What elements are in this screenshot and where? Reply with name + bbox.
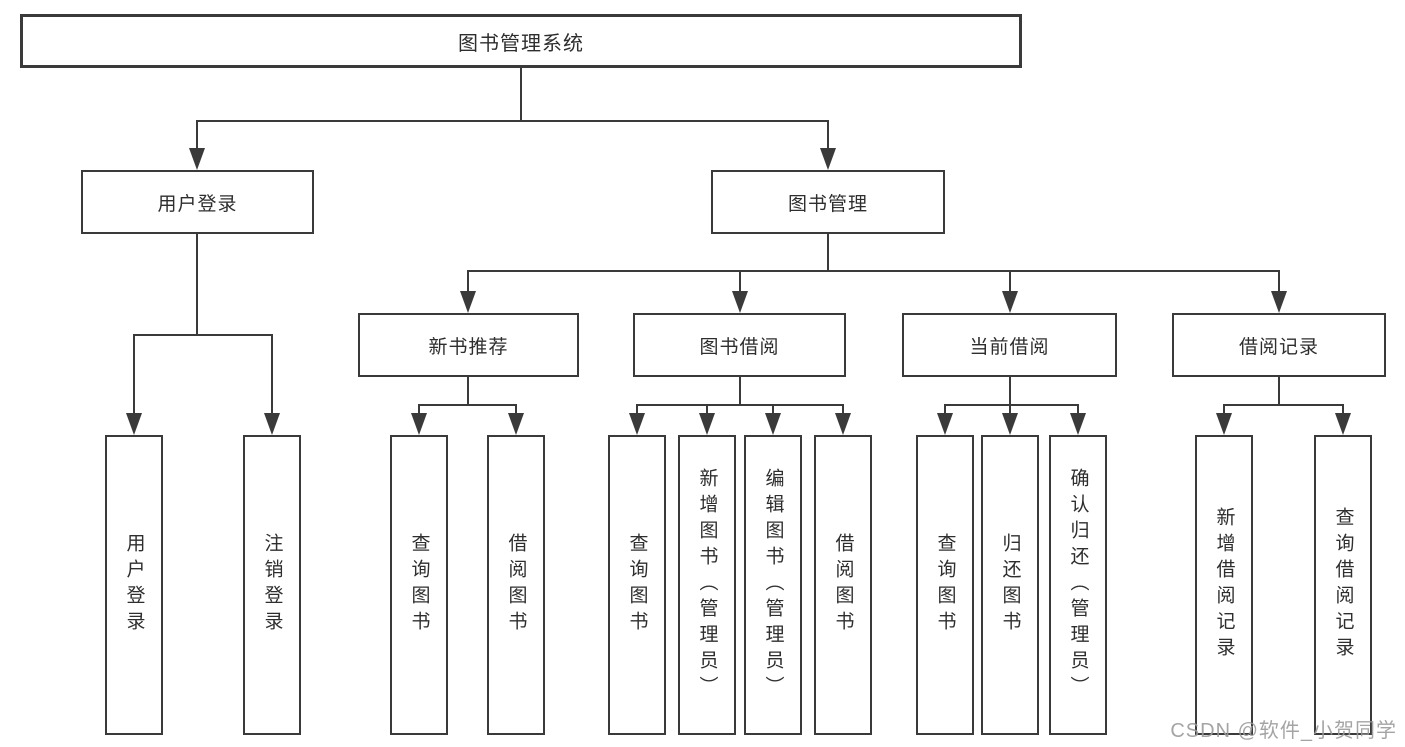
arrowhead-icon	[732, 291, 748, 313]
arrowhead-icon	[189, 148, 205, 170]
connector-line	[133, 334, 135, 416]
connector-line	[196, 120, 829, 122]
connector-line	[196, 234, 198, 336]
leaf-user-login: 用户登录	[105, 435, 163, 735]
connector-line	[196, 120, 198, 156]
node-book-borrowing: 图书借阅	[633, 313, 846, 377]
connector-line	[827, 234, 829, 272]
arrowhead-icon	[508, 413, 524, 435]
connector-line	[636, 404, 844, 406]
arrowhead-icon	[460, 291, 476, 313]
connector-line	[944, 404, 1079, 406]
connector-line	[1278, 270, 1280, 294]
leaf-query-books-borrowing: 查询图书	[608, 435, 666, 735]
node-user-login: 用户登录	[81, 170, 314, 234]
leaf-add-borrow-record: 新增借阅记录	[1195, 435, 1253, 735]
leaf-add-books-admin: 新增图书（管理员）	[678, 435, 736, 735]
arrowhead-icon	[264, 413, 280, 435]
arrowhead-icon	[820, 148, 836, 170]
arrowhead-icon	[1216, 413, 1232, 435]
node-book-management: 图书管理	[711, 170, 945, 234]
csdn-watermark: CSDN @软件_小贺同学	[1170, 720, 1397, 742]
arrowhead-icon	[765, 413, 781, 435]
arrowhead-icon	[937, 413, 953, 435]
connector-line	[467, 270, 469, 294]
leaf-query-borrow-record: 查询借阅记录	[1314, 435, 1372, 735]
arrowhead-icon	[699, 413, 715, 435]
connector-line	[636, 404, 638, 418]
leaf-query-books-current: 查询图书	[916, 435, 974, 735]
node-library-management-system: 图书管理系统	[20, 14, 1022, 68]
connector-line	[467, 377, 469, 406]
arrowhead-icon	[1002, 413, 1018, 435]
leaf-logout: 注销登录	[243, 435, 301, 735]
leaf-borrow-books-recommend: 借阅图书	[487, 435, 545, 735]
connector-line	[1278, 377, 1280, 406]
arrowhead-icon	[1335, 413, 1351, 435]
connector-line	[1342, 404, 1344, 418]
node-current-borrowing: 当前借阅	[902, 313, 1117, 377]
leaf-return-books: 归还图书	[981, 435, 1039, 735]
node-borrowing-records: 借阅记录	[1172, 313, 1386, 377]
connector-line	[418, 404, 517, 406]
connector-line	[944, 404, 946, 418]
node-new-book-recommend: 新书推荐	[358, 313, 579, 377]
connector-line	[1009, 270, 1011, 294]
leaf-edit-books-admin: 编辑图书（管理员）	[744, 435, 802, 735]
arrowhead-icon	[411, 413, 427, 435]
arrowhead-icon	[1070, 413, 1086, 435]
connector-line	[772, 404, 774, 418]
arrowhead-icon	[126, 413, 142, 435]
connector-line	[515, 404, 517, 418]
connector-line	[739, 270, 741, 294]
connector-line	[842, 404, 844, 418]
leaf-query-books-recommend: 查询图书	[390, 435, 448, 735]
connector-line	[1077, 404, 1079, 418]
arrowhead-icon	[1271, 291, 1287, 313]
arrowhead-icon	[835, 413, 851, 435]
connector-line	[271, 334, 273, 416]
connector-line	[739, 377, 741, 406]
connector-line	[1223, 404, 1225, 418]
connector-line	[706, 404, 708, 418]
connector-line	[827, 120, 829, 156]
connector-line	[1009, 404, 1011, 418]
connector-line	[520, 68, 522, 122]
arrowhead-icon	[1002, 291, 1018, 313]
leaf-borrow-books: 借阅图书	[814, 435, 872, 735]
arrowhead-icon	[629, 413, 645, 435]
connector-line	[418, 404, 420, 418]
connector-line	[1009, 377, 1011, 406]
leaf-confirm-return-admin: 确认归还（管理员）	[1049, 435, 1107, 735]
connector-line	[1223, 404, 1344, 406]
connector-line	[467, 270, 1280, 272]
connector-line	[133, 334, 273, 336]
